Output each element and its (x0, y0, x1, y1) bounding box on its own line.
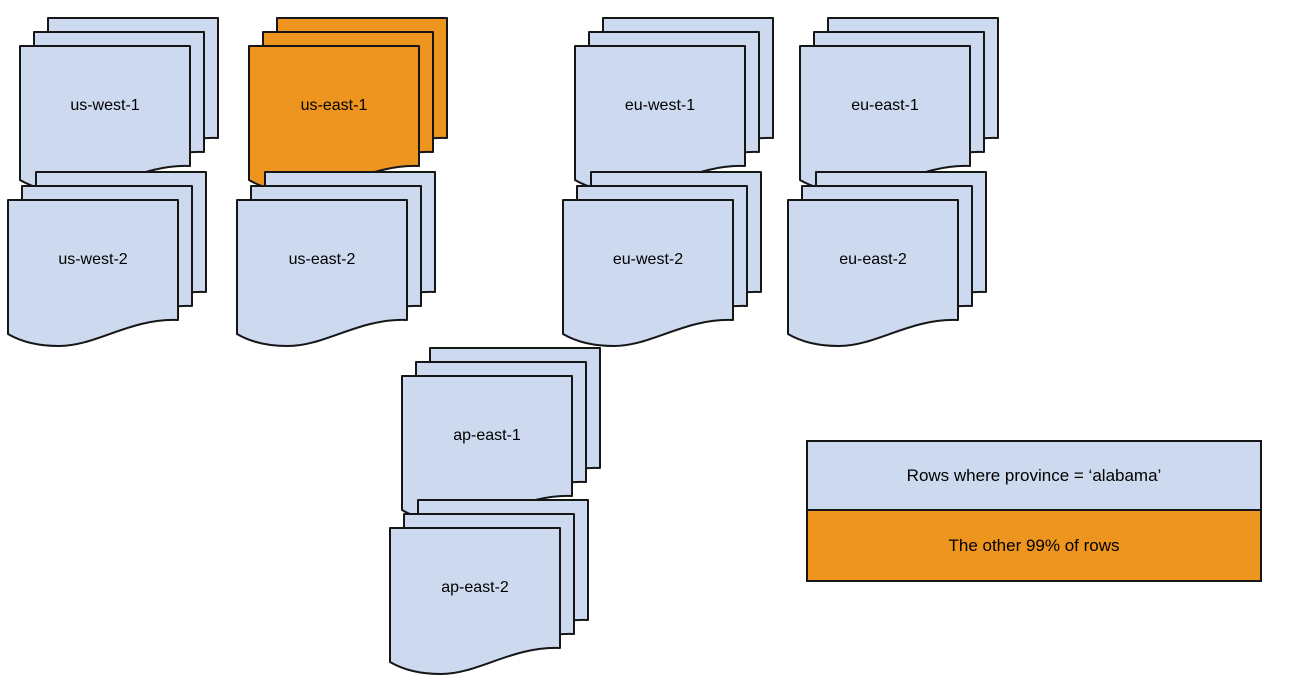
document-stack-label: us-east-2 (289, 251, 356, 268)
document-stack-label: eu-east-2 (839, 251, 907, 268)
document-sheet-front (562, 199, 734, 347)
document-stack-label: ap-east-1 (453, 427, 521, 444)
document-stack-eu-west-2[interactable]: eu-west-2 (562, 171, 763, 347)
document-sheet-front (236, 199, 408, 347)
document-stack-us-west-1[interactable]: us-west-1 (19, 17, 220, 193)
legend-row-blue: Rows where province = ‘alabama’ (808, 442, 1260, 511)
document-stack-us-east-1[interactable]: us-east-1 (248, 17, 449, 193)
document-stack-label: eu-west-2 (613, 251, 683, 268)
document-stack-label: us-east-1 (301, 97, 368, 114)
document-stack-eu-west-1[interactable]: eu-west-1 (574, 17, 775, 193)
legend-row-orange: The other 99% of rows (808, 511, 1260, 580)
document-sheet-front (799, 45, 971, 193)
legend-label-orange: The other 99% of rows (948, 535, 1120, 555)
document-stack-label: us-west-1 (70, 97, 139, 114)
document-stack-label: eu-west-1 (625, 97, 695, 114)
document-sheet-front (787, 199, 959, 347)
document-sheet-front (389, 527, 561, 675)
document-stack-label: eu-east-1 (851, 97, 919, 114)
legend-label-blue: Rows where province = ‘alabama’ (906, 465, 1162, 485)
document-stack-us-east-2[interactable]: us-east-2 (236, 171, 437, 347)
document-sheet-front (574, 45, 746, 193)
document-stack-us-west-2[interactable]: us-west-2 (7, 171, 208, 347)
document-stack-eu-east-1[interactable]: eu-east-1 (799, 17, 1000, 193)
document-stack-ap-east-1[interactable]: ap-east-1 (401, 347, 602, 523)
document-sheet-front (248, 45, 420, 193)
document-stack-eu-east-2[interactable]: eu-east-2 (787, 171, 988, 347)
legend: Rows where province = ‘alabama’ The othe… (806, 440, 1262, 582)
document-stack-label: us-west-2 (58, 251, 127, 268)
document-sheet-front (19, 45, 191, 193)
document-stack-ap-east-2[interactable]: ap-east-2 (389, 499, 590, 675)
document-sheet-front (7, 199, 179, 347)
document-stack-label: ap-east-2 (441, 579, 509, 596)
